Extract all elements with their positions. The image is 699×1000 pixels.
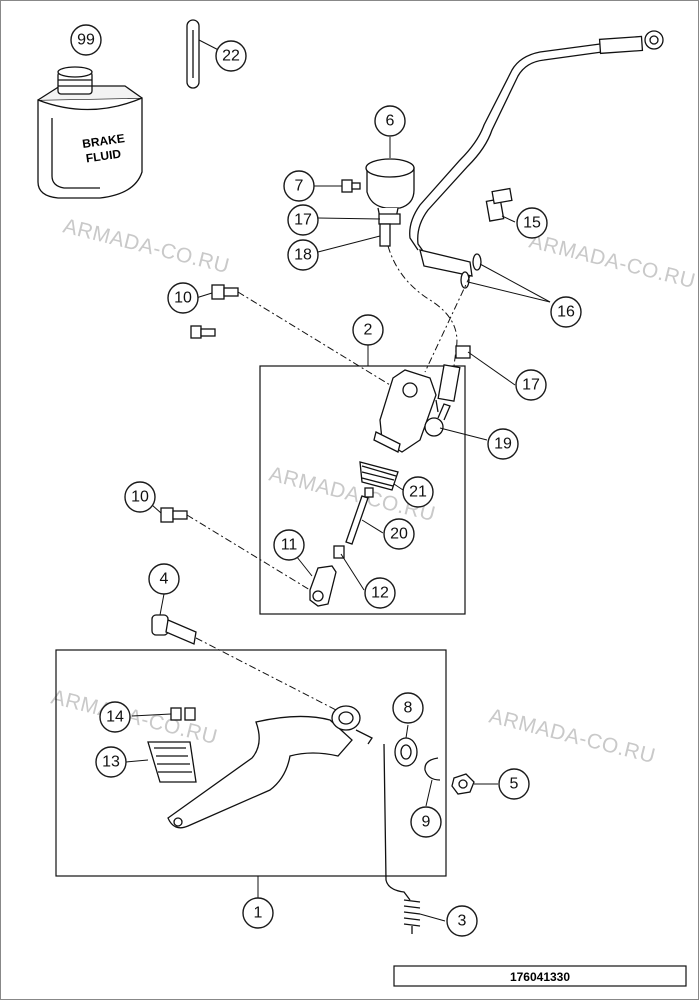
bolt-small: [190, 325, 216, 339]
svg-text:4: 4: [160, 571, 169, 588]
seal-ring: [460, 271, 470, 289]
fluid-can-label-line-2: FLUID: [85, 147, 122, 166]
drawing-number-box: 176041330: [393, 965, 687, 987]
callout-10-upper: 10: [167, 282, 199, 314]
svg-text:9: 9: [422, 814, 431, 831]
svg-text:10: 10: [174, 290, 192, 307]
brake-fluid-reservoir: [365, 158, 415, 219]
watermark: ARMADA-CO.RU: [487, 705, 658, 769]
callout-15: 15: [516, 207, 548, 239]
svg-text:10: 10: [131, 489, 149, 506]
reservoir-hose: [379, 223, 391, 247]
callout-8: 8: [392, 692, 424, 724]
callout-9: 9: [410, 806, 442, 838]
bolt-axis-line: [237, 291, 396, 389]
svg-text:11: 11: [281, 537, 298, 554]
brake-line: [409, 30, 664, 277]
svg-text:1: 1: [254, 905, 263, 922]
dust-boot: [359, 461, 399, 491]
banjo-bolt: [485, 187, 513, 222]
lock-nut: [333, 545, 345, 559]
callout-4: 4: [148, 563, 180, 595]
callout-16: 16: [550, 296, 582, 328]
callout-2: 2: [352, 314, 384, 346]
svg-text:18: 18: [294, 247, 312, 264]
watermark: ARMADA-CO.RU: [61, 215, 232, 279]
push-rod: [345, 487, 374, 545]
watermark: ARMADA-CO.RU: [527, 230, 698, 294]
hose-clamp-upper: [378, 213, 401, 225]
reservoir-screw: [341, 179, 361, 193]
svg-text:5: 5: [510, 776, 519, 793]
pedal-pivot-bolt: [151, 614, 197, 645]
callout-7: 7: [283, 170, 315, 202]
callout-11: 11: [273, 529, 305, 561]
brake-line-route: [424, 275, 471, 373]
svg-text:99: 99: [77, 32, 95, 49]
return-spring: [383, 743, 421, 934]
hose-route-line: [387, 245, 458, 367]
callout-14: 14: [99, 701, 131, 733]
cable-tie: [186, 19, 200, 89]
circlip: [424, 757, 441, 781]
svg-text:8: 8: [404, 700, 413, 717]
svg-text:3: 3: [458, 913, 467, 930]
svg-text:2: 2: [364, 322, 373, 339]
callout-3: 3: [446, 905, 478, 937]
svg-text:19: 19: [494, 436, 512, 453]
callout-20: 20: [383, 518, 415, 550]
pivot-axis-line: [195, 637, 341, 713]
clevis: [309, 565, 337, 607]
svg-text:14: 14: [106, 709, 124, 726]
drawing-number: 176041330: [510, 970, 570, 984]
svg-text:7: 7: [295, 178, 304, 195]
brake-master-cylinder: [373, 345, 471, 453]
callout-19: 19: [487, 428, 519, 460]
svg-text:17: 17: [294, 212, 312, 229]
svg-text:15: 15: [523, 215, 541, 232]
brake-fluid-can: BRAKE FLUID: [37, 66, 143, 199]
svg-text:16: 16: [557, 304, 575, 321]
svg-text:20: 20: [390, 526, 408, 543]
hose-connector: [424, 403, 451, 437]
callout-10-lower: 10: [124, 481, 156, 513]
callout-12: 12: [364, 577, 396, 609]
svg-text:21: 21: [409, 484, 427, 501]
svg-text:22: 22: [222, 48, 240, 65]
brake-pedal-group-frame: [55, 649, 447, 877]
callout-13: 13: [95, 746, 127, 778]
callout-99: 99: [70, 24, 102, 56]
master-cylinder-bolt: [211, 284, 239, 300]
clevis-bolt-axis: [186, 514, 311, 591]
svg-text:13: 13: [102, 754, 120, 771]
fluid-can-label-line-1: BRAKE: [81, 131, 125, 151]
callout-18: 18: [287, 239, 319, 271]
bearing: [394, 737, 418, 767]
pedal-footrest: [147, 741, 197, 783]
callout-5: 5: [498, 768, 530, 800]
callout-22: 22: [215, 40, 247, 72]
callout-17-upper: 17: [287, 204, 319, 236]
callout-21: 21: [402, 476, 434, 508]
svg-text:17: 17: [522, 377, 540, 394]
callout-1: 1: [242, 897, 274, 929]
seal-ring: [472, 253, 482, 271]
clevis-bolt: [160, 507, 188, 523]
svg-text:6: 6: [386, 113, 395, 130]
callout-17-lower: 17: [515, 369, 547, 401]
master-cylinder-group-frame: [259, 365, 466, 615]
svg-text:12: 12: [371, 585, 389, 602]
brake-pedal: [167, 705, 373, 829]
pedal-nut: [451, 773, 475, 795]
callout-6: 6: [374, 105, 406, 137]
